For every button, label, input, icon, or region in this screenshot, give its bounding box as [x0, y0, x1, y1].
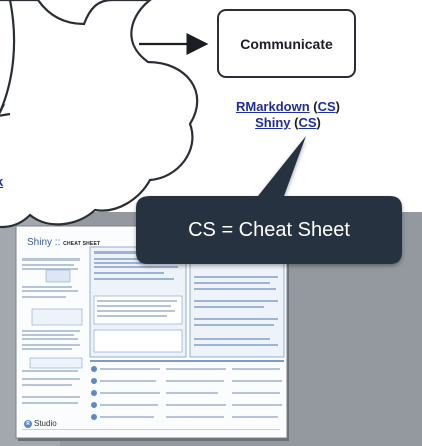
cheat-sheet-title-main: Shiny :: — [27, 237, 64, 248]
shiny-link[interactable]: Shiny — [255, 115, 291, 130]
communicate-label: Communicate — [240, 35, 333, 52]
callout-bubble — [136, 136, 402, 264]
rmarkdown-line: RMarkdown (CS) — [210, 99, 366, 115]
rstudio-brand: R Studio — [24, 419, 57, 428]
cheat-sheet-thumbnail[interactable] — [15, 225, 289, 441]
left-cut-link[interactable]: k — [0, 174, 3, 189]
cloud-shape — [0, 0, 199, 228]
rstudio-brand-text: Studio — [34, 419, 57, 428]
rmarkdown-link[interactable]: RMarkdown — [235, 99, 310, 114]
paren-close: ) — [335, 99, 341, 114]
cloud-inner-arc — [0, 0, 16, 113]
paren-open: ( — [309, 99, 318, 114]
rmarkdown-cs-link[interactable]: CS — [317, 99, 336, 114]
paren-close: ) — [316, 115, 321, 130]
cheat-sheet-title: Shiny :: CHEAT SHEET — [27, 237, 100, 248]
paren-open: ( — [290, 115, 299, 130]
shiny-cs-link[interactable]: CS — [298, 115, 317, 130]
rstudio-logo-icon: R — [24, 419, 32, 428]
communicate-links: RMarkdown (CS) Shiny (CS) — [210, 99, 366, 131]
cheat-sheet-subtitle: CHEAT SHEET — [63, 241, 101, 247]
shiny-line: Shiny (CS) — [210, 115, 366, 131]
inner-arrow-head — [0, 103, 11, 117]
communicate-box: Communicate — [217, 9, 356, 78]
callout-text: CS = Cheat Sheet — [188, 218, 350, 241]
